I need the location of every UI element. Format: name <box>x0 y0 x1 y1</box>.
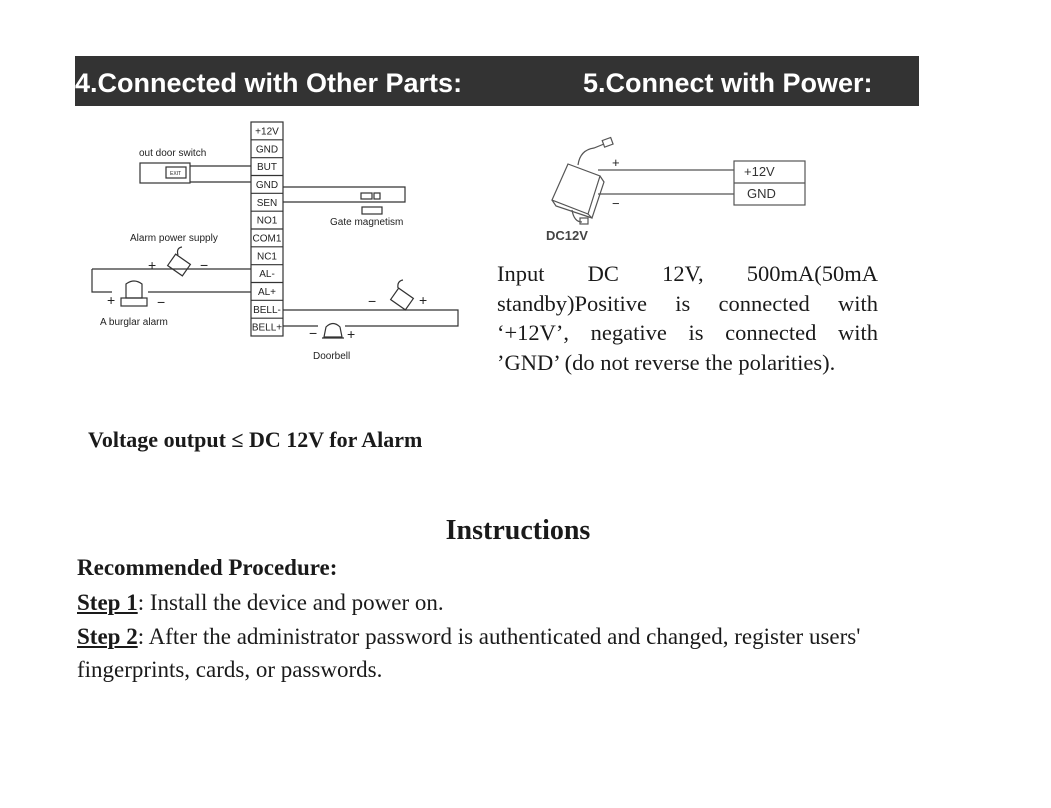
exit-button <box>165 166 187 179</box>
terminal-label: AL- <box>259 269 275 280</box>
section-header-bar: 4.Connected with Other Parts: 5.Connect … <box>75 56 919 106</box>
alarm-supply-plus: + <box>148 257 156 273</box>
power-plus: + <box>612 155 620 170</box>
alarm-power-supply-label: Alarm power supply <box>130 233 218 244</box>
dc12v-label: DC12V <box>546 228 588 243</box>
procedure-heading: Recommended Procedure: <box>77 555 338 580</box>
doorbell-minus: − <box>309 325 317 341</box>
section-title-other-parts: 4.Connected with Other Parts: <box>75 68 463 98</box>
terminal-label: GND <box>256 180 278 191</box>
dc-adapter-icon <box>551 136 614 225</box>
section-title-power: 5.Connect with Power: <box>583 68 873 98</box>
gate-magnetism-label: Gate magnetism <box>330 217 403 228</box>
exit-label: EXIT <box>170 171 181 177</box>
burglar-alarm-minus: − <box>157 294 165 310</box>
terminal-label: AL+ <box>258 287 276 298</box>
terminal-label: BUT <box>257 162 277 173</box>
exit-switch <box>139 162 191 184</box>
power-minus: − <box>612 196 620 211</box>
step-1: Step 1: Install the device and power on. <box>77 586 937 619</box>
terminal-label: +12V <box>255 126 279 137</box>
terminal-label: BELL+ <box>252 323 282 334</box>
power-instructions-text: Input DC 12V, 500mA(50mA standby)Positiv… <box>497 261 878 375</box>
terminal-label: GND <box>256 144 278 155</box>
burglar-alarm-plus: + <box>107 292 115 308</box>
doorbell-icon <box>322 322 344 339</box>
terminal-label: SEN <box>257 198 278 209</box>
terminal-label: COM1 <box>253 233 282 244</box>
alarm-power-adapter-icon <box>166 246 192 277</box>
voltage-note: Voltage output ≤ DC 12V for Alarm <box>88 427 423 452</box>
step-2: Step 2: After the administrator password… <box>77 620 937 686</box>
step-2-text: : After the administrator password is au… <box>77 624 861 682</box>
doorbell-label: Doorbell <box>313 351 350 362</box>
instructions-title: Instructions <box>445 515 591 546</box>
terminal-label: NC1 <box>257 251 277 262</box>
burglar-alarm-icon <box>125 280 143 299</box>
step-1-label: Step 1 <box>77 590 138 615</box>
step-1-text: : Install the device and power on. <box>137 590 444 615</box>
power-terminal-12v: +12V <box>744 164 775 179</box>
bell-supply-plus: + <box>419 292 427 308</box>
power-terminal-gnd: GND <box>747 186 776 201</box>
power-diagram <box>551 136 806 225</box>
step-2-label: Step 2 <box>77 624 138 649</box>
doorbell-plus: + <box>347 326 355 342</box>
burglar-alarm-label: A burglar alarm <box>100 317 168 328</box>
out-door-switch-label: out door switch <box>139 148 206 159</box>
alarm-supply-minus: − <box>200 257 208 273</box>
terminal-label: BELL- <box>253 305 281 316</box>
terminal-label: NO1 <box>257 216 278 227</box>
doorbell-adapter-icon <box>389 279 415 311</box>
bell-supply-minus: − <box>368 293 376 309</box>
